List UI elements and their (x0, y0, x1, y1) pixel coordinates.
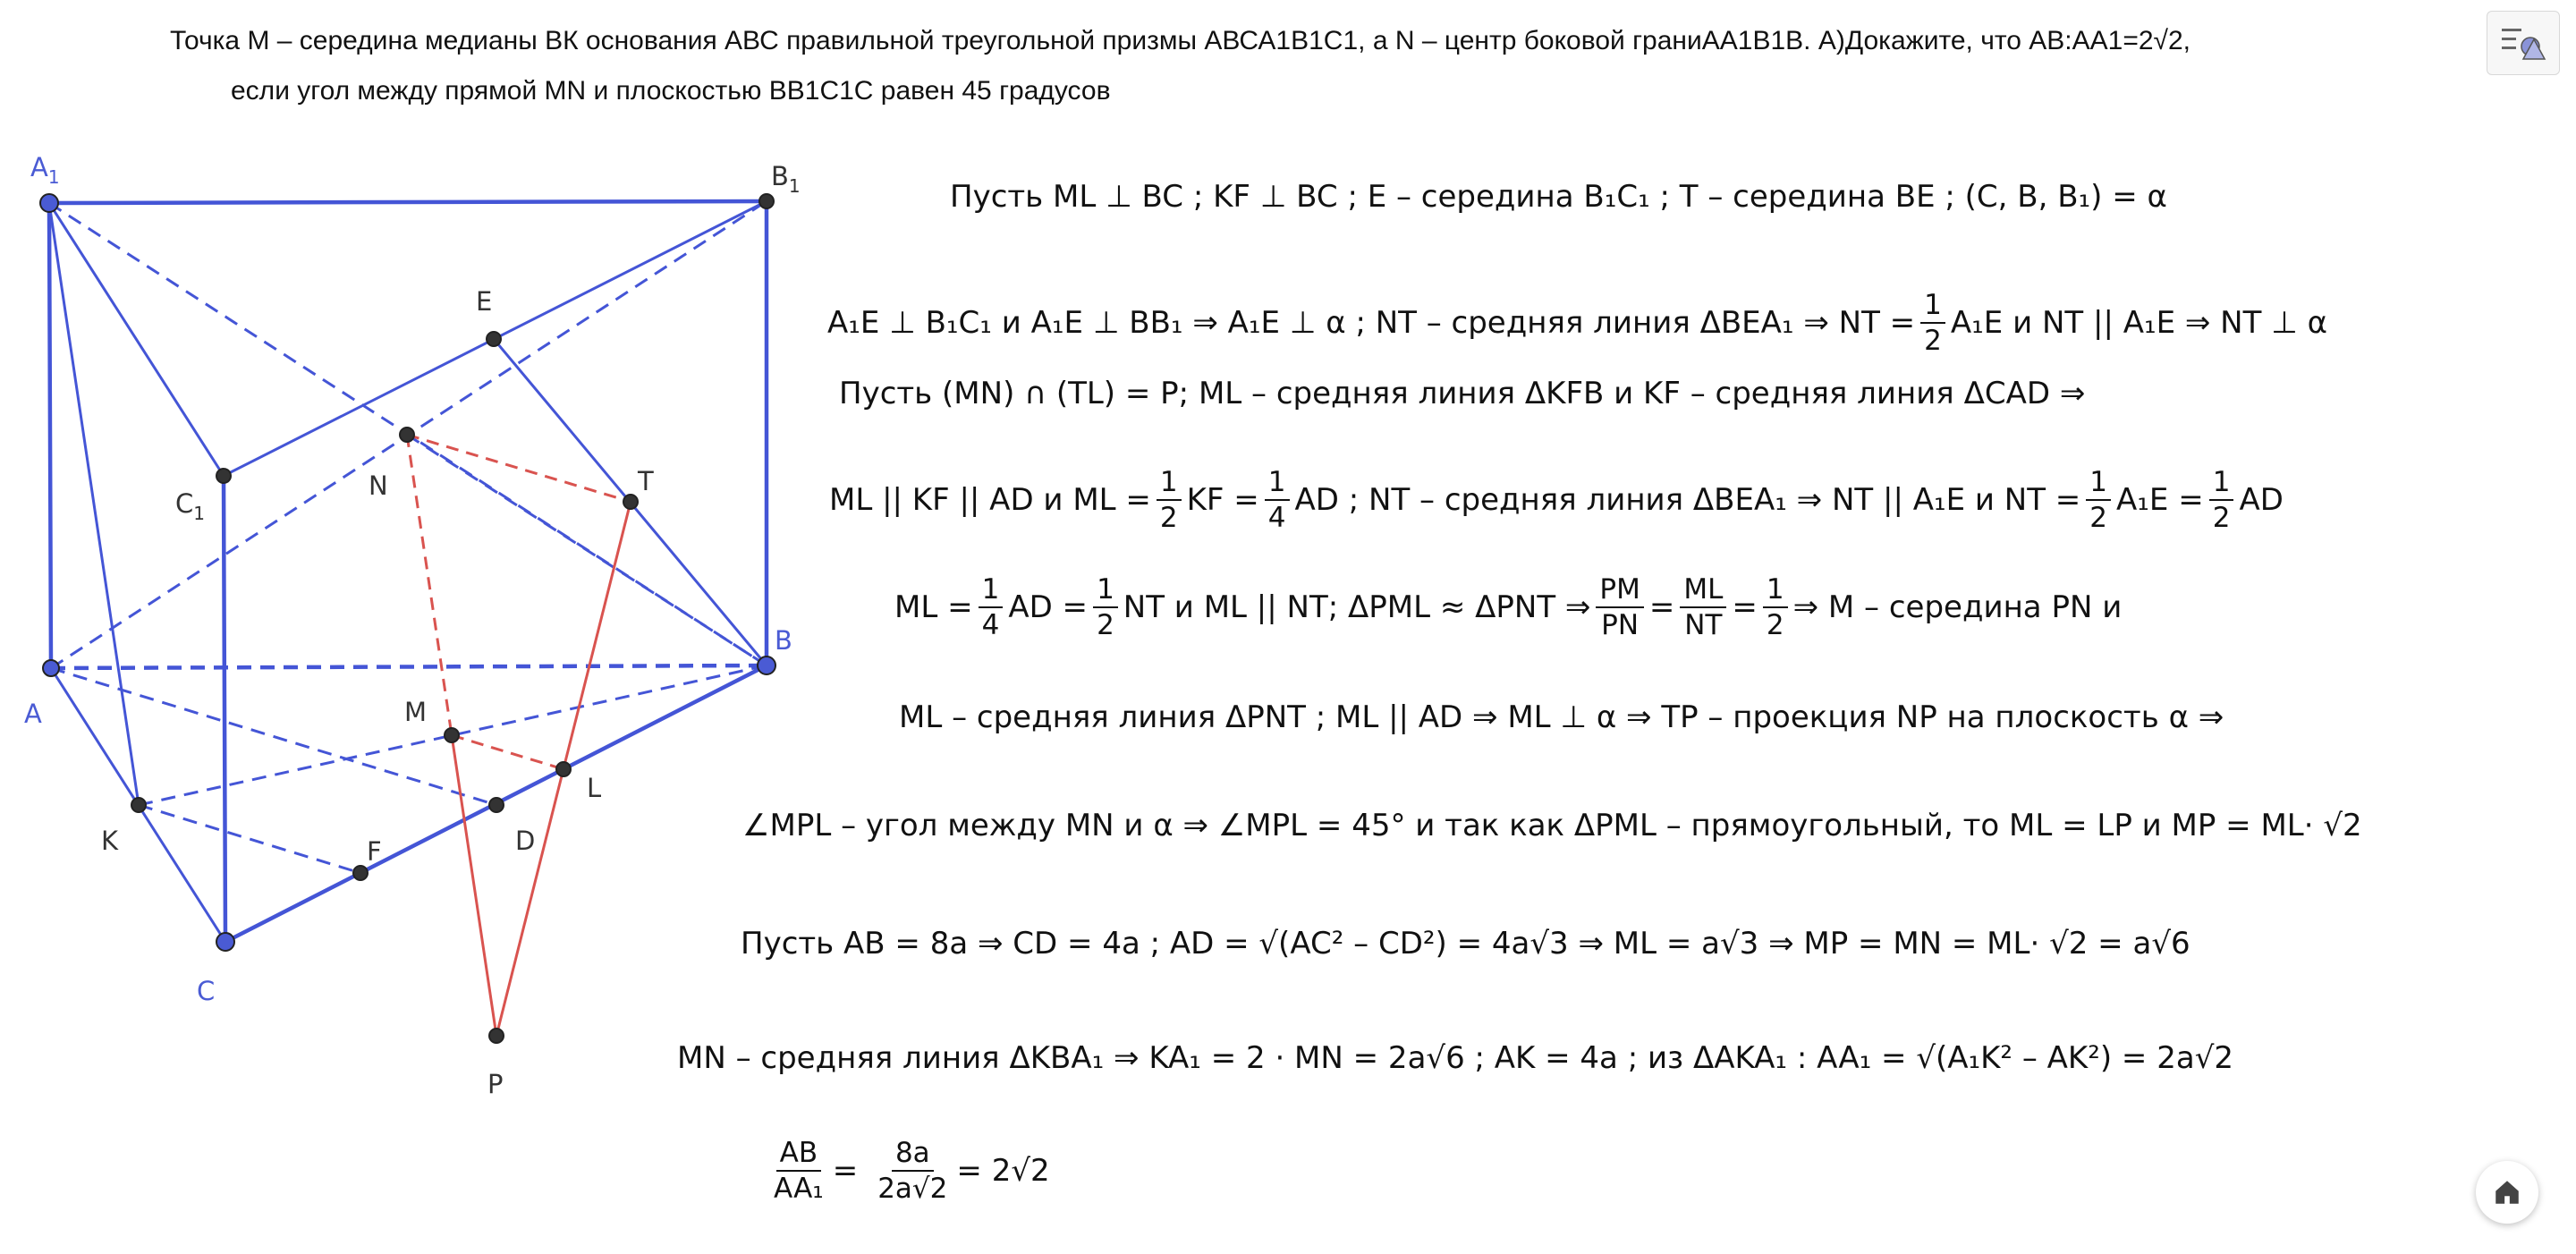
dash-n-t (406, 433, 631, 504)
point-n (399, 427, 415, 443)
home-button[interactable] (2476, 1161, 2538, 1224)
line-m-p (450, 734, 498, 1037)
point-e (486, 331, 502, 347)
dash-n-b (406, 433, 767, 667)
dash-n-m (405, 434, 453, 736)
menu-shapes-icon (2502, 29, 2546, 60)
point-t (623, 494, 639, 510)
label-c: C (197, 976, 215, 1006)
edge-a1-k (47, 201, 140, 807)
solution-line-7: ∠MPL – угол между MN и α ⇒ ∠MPL = 45° и … (742, 808, 2362, 843)
solution-line-3: Пусть (MN) ∩ (TL) = P; ML – средняя лини… (839, 376, 2086, 411)
points (39, 193, 776, 1044)
dash-m-l (451, 733, 564, 771)
label-t: T (637, 466, 654, 496)
dash-a-b (50, 663, 767, 671)
point-d (488, 797, 504, 813)
point-k (131, 797, 147, 813)
edge-a1-a (47, 200, 54, 671)
problem-line-1: Точка М – середина медианы ВК основания … (170, 26, 2191, 55)
label-c1: C1 (175, 488, 205, 524)
dash-k-f (138, 803, 361, 875)
edge-c1-c (221, 473, 228, 945)
point-a1 (39, 193, 59, 213)
edge-a1-c1 (47, 201, 225, 478)
solution-line-1: Пусть ML ⊥ BC ; KF ⊥ BC ; E – середина B… (950, 179, 2167, 215)
point-c (216, 932, 235, 952)
point-f (352, 865, 369, 881)
point-l (555, 761, 572, 777)
solution-line-8: Пусть AB = 8a ⇒ CD = 4a ; AD = √(AC² – C… (741, 926, 2190, 962)
problem-line-2: если угол между прямой MN и плоскостью В… (231, 76, 1111, 106)
label-n: N (369, 470, 388, 501)
point-p (488, 1028, 504, 1044)
label-a1: A1 (30, 152, 60, 188)
label-d: D (515, 826, 535, 856)
label-k: K (101, 826, 119, 856)
label-b: B (775, 625, 792, 656)
label-a: A (24, 699, 42, 729)
label-l: L (587, 773, 601, 803)
point-a (42, 659, 60, 677)
menu-button[interactable] (2487, 11, 2560, 75)
solution-line-6: ML – средняя линия ΔPNT ; ML || AD ⇒ ML … (899, 699, 2224, 735)
label-b1: B1 (771, 161, 801, 197)
label-f: F (367, 836, 382, 867)
label-e: E (476, 286, 492, 317)
point-m (444, 727, 460, 743)
problem-statement: Точка М – середина медианы ВК основания … (170, 16, 2424, 116)
label-p: P (487, 1069, 504, 1099)
edge-a1-b1 (47, 199, 769, 206)
home-icon (2496, 1181, 2519, 1204)
point-b (757, 656, 776, 675)
solution-line-9: MN – средняя линия ΔKBA₁ ⇒ KA₁ = 2 · MN … (677, 1040, 2233, 1076)
dash-k-b (138, 664, 767, 807)
label-m: M (404, 697, 427, 727)
dash-a-d (50, 666, 497, 807)
point-b1 (758, 193, 775, 209)
point-c1 (216, 468, 232, 484)
solution-line-2: A₁E ⊥ B₁C₁ и A₁E ⊥ BB₁ ⇒ A₁E ⊥ α ; NT – … (827, 288, 2328, 358)
